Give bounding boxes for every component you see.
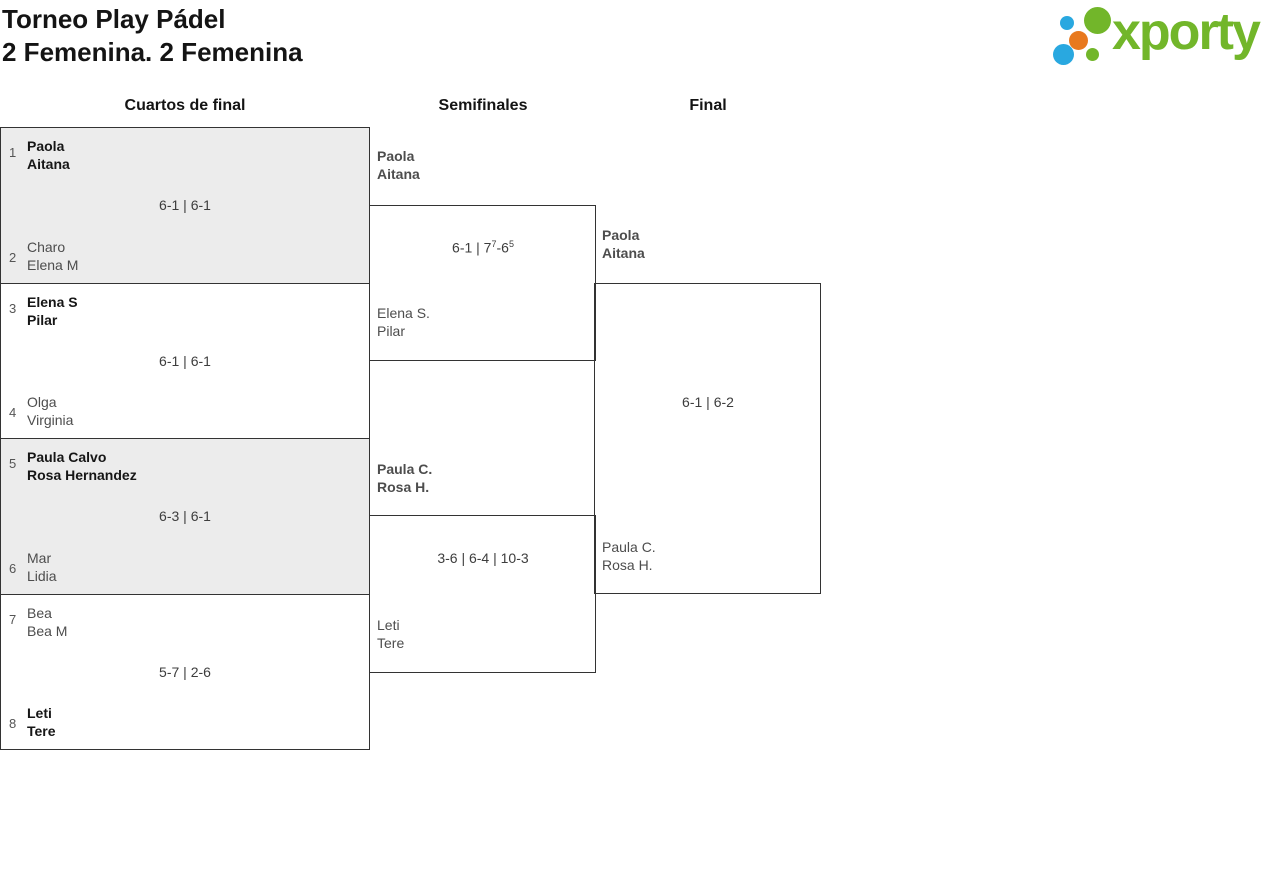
player-name: Bea M [27,622,68,639]
player-name: Tere [27,723,56,739]
player-name: Aitana [377,166,420,182]
player-name: Paola [602,227,640,243]
round-header-quarterfinals: Cuartos de final [124,97,246,114]
player-name: Aitana [27,156,70,172]
match-score: 6-1 | 6-1 [159,197,211,214]
match-score: 6-1 | 77-65 [370,239,596,256]
team-pair: Olga Virginia [27,393,73,429]
team-pair: Paola Aitana [27,137,70,173]
seed-number: 5 [9,456,17,471]
player-name: Elena S [27,293,78,310]
player-name: Mar [27,549,52,566]
seed-number: 6 [9,560,17,576]
round-header-final: Final [689,97,727,114]
team-pair: Leti Tere [377,616,404,652]
team-pair: Paula Calvo Rosa Hernandez [27,448,137,484]
player-name: Virginia [27,412,74,428]
player-name: Pilar [27,311,58,328]
player-name: Rosa Hernandez [27,467,137,483]
tiebreak-superscript: 5 [508,239,514,249]
team-pair: Charo Elena M [27,238,78,274]
player-name: Rosa H. [377,479,430,495]
team-pair: Paola Aitana [377,147,420,183]
player-name: Elena S. [377,305,430,321]
player-name: Bea [27,604,52,621]
quarterfinals-column: 1 Paola Aitana 6-1 | 6-1 Charo Elena M 2… [0,127,370,750]
seed-number: 8 [9,716,17,731]
page-header: Torneo Play Pádel 2 Femenina. 2 Femenina [2,3,303,69]
team-pair: Elena S. Pilar [377,304,430,340]
xporty-logo[interactable]: xporty [1050,2,1278,68]
match-score: 6-1 | 6-1 [159,352,211,369]
player-name: Paula C. [377,461,433,477]
team-pair: Paula C. Rosa H. [377,460,432,496]
player-name: Pilar [377,323,406,339]
player-name: Leti [377,617,400,633]
tournament-title: Torneo Play Pádel [2,4,226,34]
player-name: Tere [377,635,405,651]
logo-dot-orange-icon [1069,31,1088,50]
round-header-semifinals: Semifinales [438,97,528,114]
final-match-box [594,283,821,594]
player-name: Paola [377,148,415,164]
tiebreak-superscript: 7 [491,239,497,249]
quarterfinal-match-1: 1 Paola Aitana 6-1 | 6-1 Charo Elena M 2 [1,128,369,284]
player-name: Aitana [602,245,645,261]
player-name: Charo [27,238,66,255]
team-pair: Elena S Pilar [27,293,78,329]
team-pair: Paola Aitana [602,226,645,262]
quarterfinal-match-2: 3 Elena S Pilar 6-1 | 6-1 Olga Virginia … [1,284,369,439]
logo-dot-green-small-icon [1086,48,1099,61]
logo-dot-blue-small-icon [1060,16,1074,30]
team-pair: Leti Tere [27,704,56,740]
match-score: 6-1 | 6-2 [682,394,734,410]
match-score: 6-3 | 6-1 [159,508,211,525]
player-name: Leti [27,705,52,721]
quarterfinal-match-3: 5 Paula Calvo Rosa Hernandez 6-3 | 6-1 M… [1,439,369,595]
player-name: Paola [27,138,65,154]
player-name: Elena M [27,256,79,273]
seed-number: 1 [9,145,17,160]
logo-dot-blue-large-icon [1053,44,1074,65]
player-name: Lidia [27,567,57,584]
seed-number: 4 [9,405,17,420]
player-name: Paula Calvo [27,449,107,465]
match-score: 5-7 | 2-6 [159,663,211,680]
seed-number: 7 [9,611,17,627]
team-pair: Bea Bea M [27,604,67,640]
quarterfinal-match-4: 7 Bea Bea M 5-7 | 2-6 Leti Tere 8 [1,595,369,750]
xporty-logo-text: xporty [1112,3,1261,61]
match-score: 3-6 | 6-4 | 10-3 [437,550,529,566]
player-name: Olga [27,394,57,410]
score-segment: 6-1 | 7 [452,239,492,256]
seed-number: 2 [9,249,17,265]
semifinal-match-2-box [369,515,596,673]
team-pair: Mar Lidia [27,549,57,585]
score-segment: -6 [496,239,509,256]
player-name: Rosa H. [602,557,653,573]
team-pair: Paula C. Rosa H. [602,538,656,574]
seed-number: 3 [9,300,17,316]
logo-dot-green-large-icon [1084,7,1111,34]
player-name: Paula C. [602,539,656,555]
category-subtitle: 2 Femenina. 2 Femenina [2,37,303,67]
